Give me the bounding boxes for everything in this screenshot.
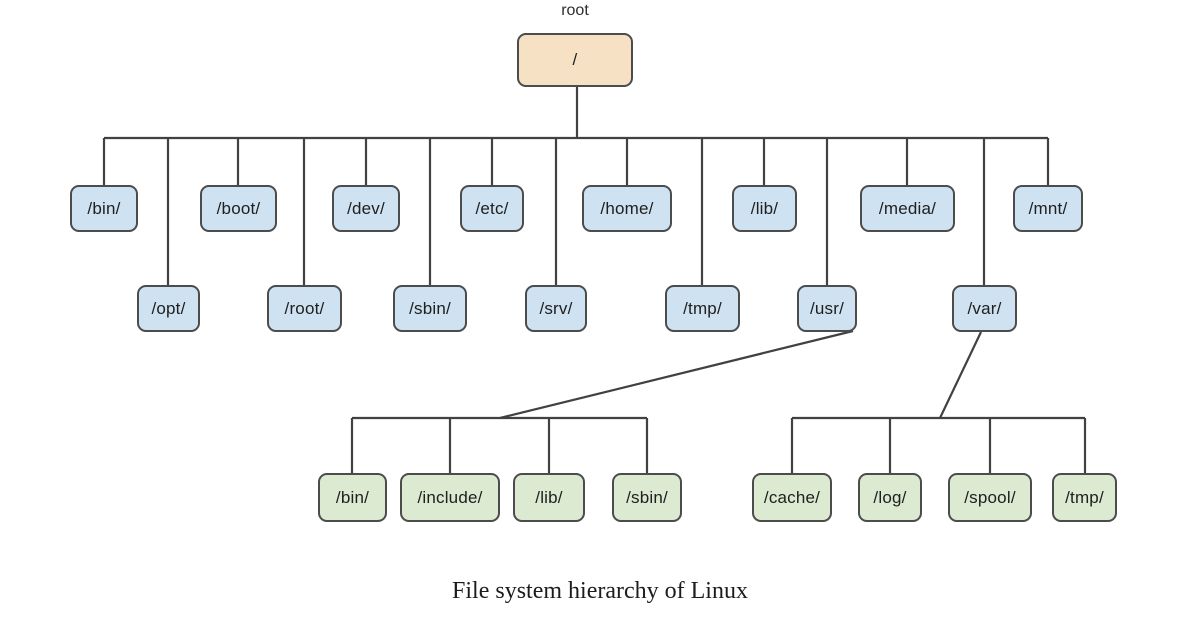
- node-var-spool: /spool/: [948, 473, 1032, 522]
- node-usr-lib: /lib/: [513, 473, 585, 522]
- node-root: /: [517, 33, 633, 87]
- connector-var-diagonal: [939, 331, 982, 419]
- node-usr: /usr/: [797, 285, 857, 332]
- node-media: /media/: [860, 185, 955, 232]
- node-opt: /opt/: [137, 285, 200, 332]
- node-usr-sbin: /sbin/: [612, 473, 682, 522]
- node-etc: /etc/: [460, 185, 524, 232]
- root-label: root: [561, 2, 589, 19]
- node-var-cache: /cache/: [752, 473, 832, 522]
- node-tmp: /tmp/: [665, 285, 740, 332]
- connector-usr-diagonal: [499, 329, 854, 420]
- node-dev: /dev/: [332, 185, 400, 232]
- node-var-log: /log/: [858, 473, 922, 522]
- node-var: /var/: [952, 285, 1017, 332]
- node-sbin: /sbin/: [393, 285, 467, 332]
- node-srv: /srv/: [525, 285, 587, 332]
- node-mnt: /mnt/: [1013, 185, 1083, 232]
- node-usr-bin: /bin/: [318, 473, 387, 522]
- node-home: /home/: [582, 185, 672, 232]
- node-boot: /boot/: [200, 185, 277, 232]
- node-var-tmp: /tmp/: [1052, 473, 1117, 522]
- node-root-home: /root/: [267, 285, 342, 332]
- node-usr-include: /include/: [400, 473, 500, 522]
- figure-caption: File system hierarchy of Linux: [452, 578, 748, 604]
- node-lib: /lib/: [732, 185, 797, 232]
- node-bin: /bin/: [70, 185, 138, 232]
